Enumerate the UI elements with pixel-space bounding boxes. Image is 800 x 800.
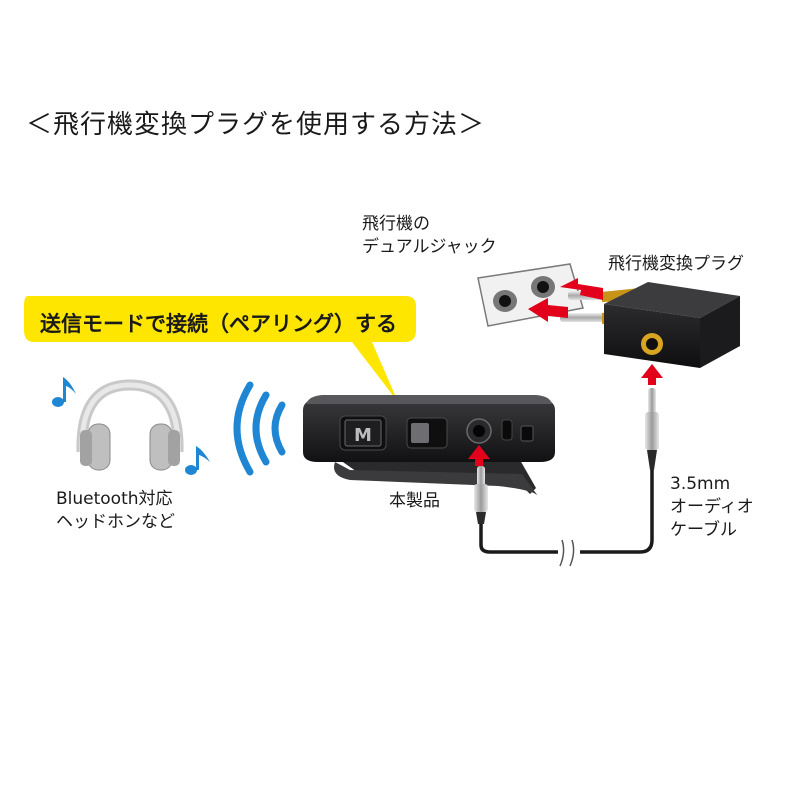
insert-arrow-lower [528, 298, 568, 322]
headphones-icon [76, 379, 184, 471]
plug-label: 飛行機変換プラグ [608, 254, 744, 274]
pairing-instruction: 送信モードで接続（ペアリング）する [40, 312, 397, 336]
cable-plug-top [645, 388, 659, 470]
insert-arrow-plug [641, 364, 663, 385]
transmitter-device [303, 395, 555, 496]
cable-break-mark [559, 539, 575, 567]
dual-jack-label-line1: 飛行機の [362, 214, 430, 234]
bluetooth-waves-icon [233, 381, 286, 476]
insert-arrow-upper [560, 278, 603, 300]
headphone-label-line2: ヘッドホンなど [56, 512, 175, 532]
cable-label-line3: ケーブル [670, 520, 737, 540]
music-note-icon [52, 377, 76, 407]
speech-bubble [24, 296, 416, 402]
cable-label: 3.5mm オーディオ ケーブル [670, 473, 754, 542]
insert-arrow-device [468, 445, 490, 466]
music-note-icon-right [185, 446, 210, 475]
headphone-label-line1: Bluetooth対応 [56, 489, 173, 509]
dual-jack-label: 飛行機の デュアルジャック [362, 213, 497, 259]
device-switch-label: M [354, 425, 372, 446]
device-label: 本製品 [389, 491, 440, 511]
cable-label-line2: オーディオ [670, 497, 754, 517]
cable-label-line1: 3.5mm [670, 474, 731, 494]
audio-cable [479, 470, 654, 554]
headphone-label: Bluetooth対応 ヘッドホンなど [56, 488, 175, 534]
dual-jack-label-line2: デュアルジャック [362, 237, 497, 257]
page-title: ＜飛行機変換プラグを使用する方法＞ [26, 110, 486, 140]
cable-plug-bottom [474, 466, 488, 524]
